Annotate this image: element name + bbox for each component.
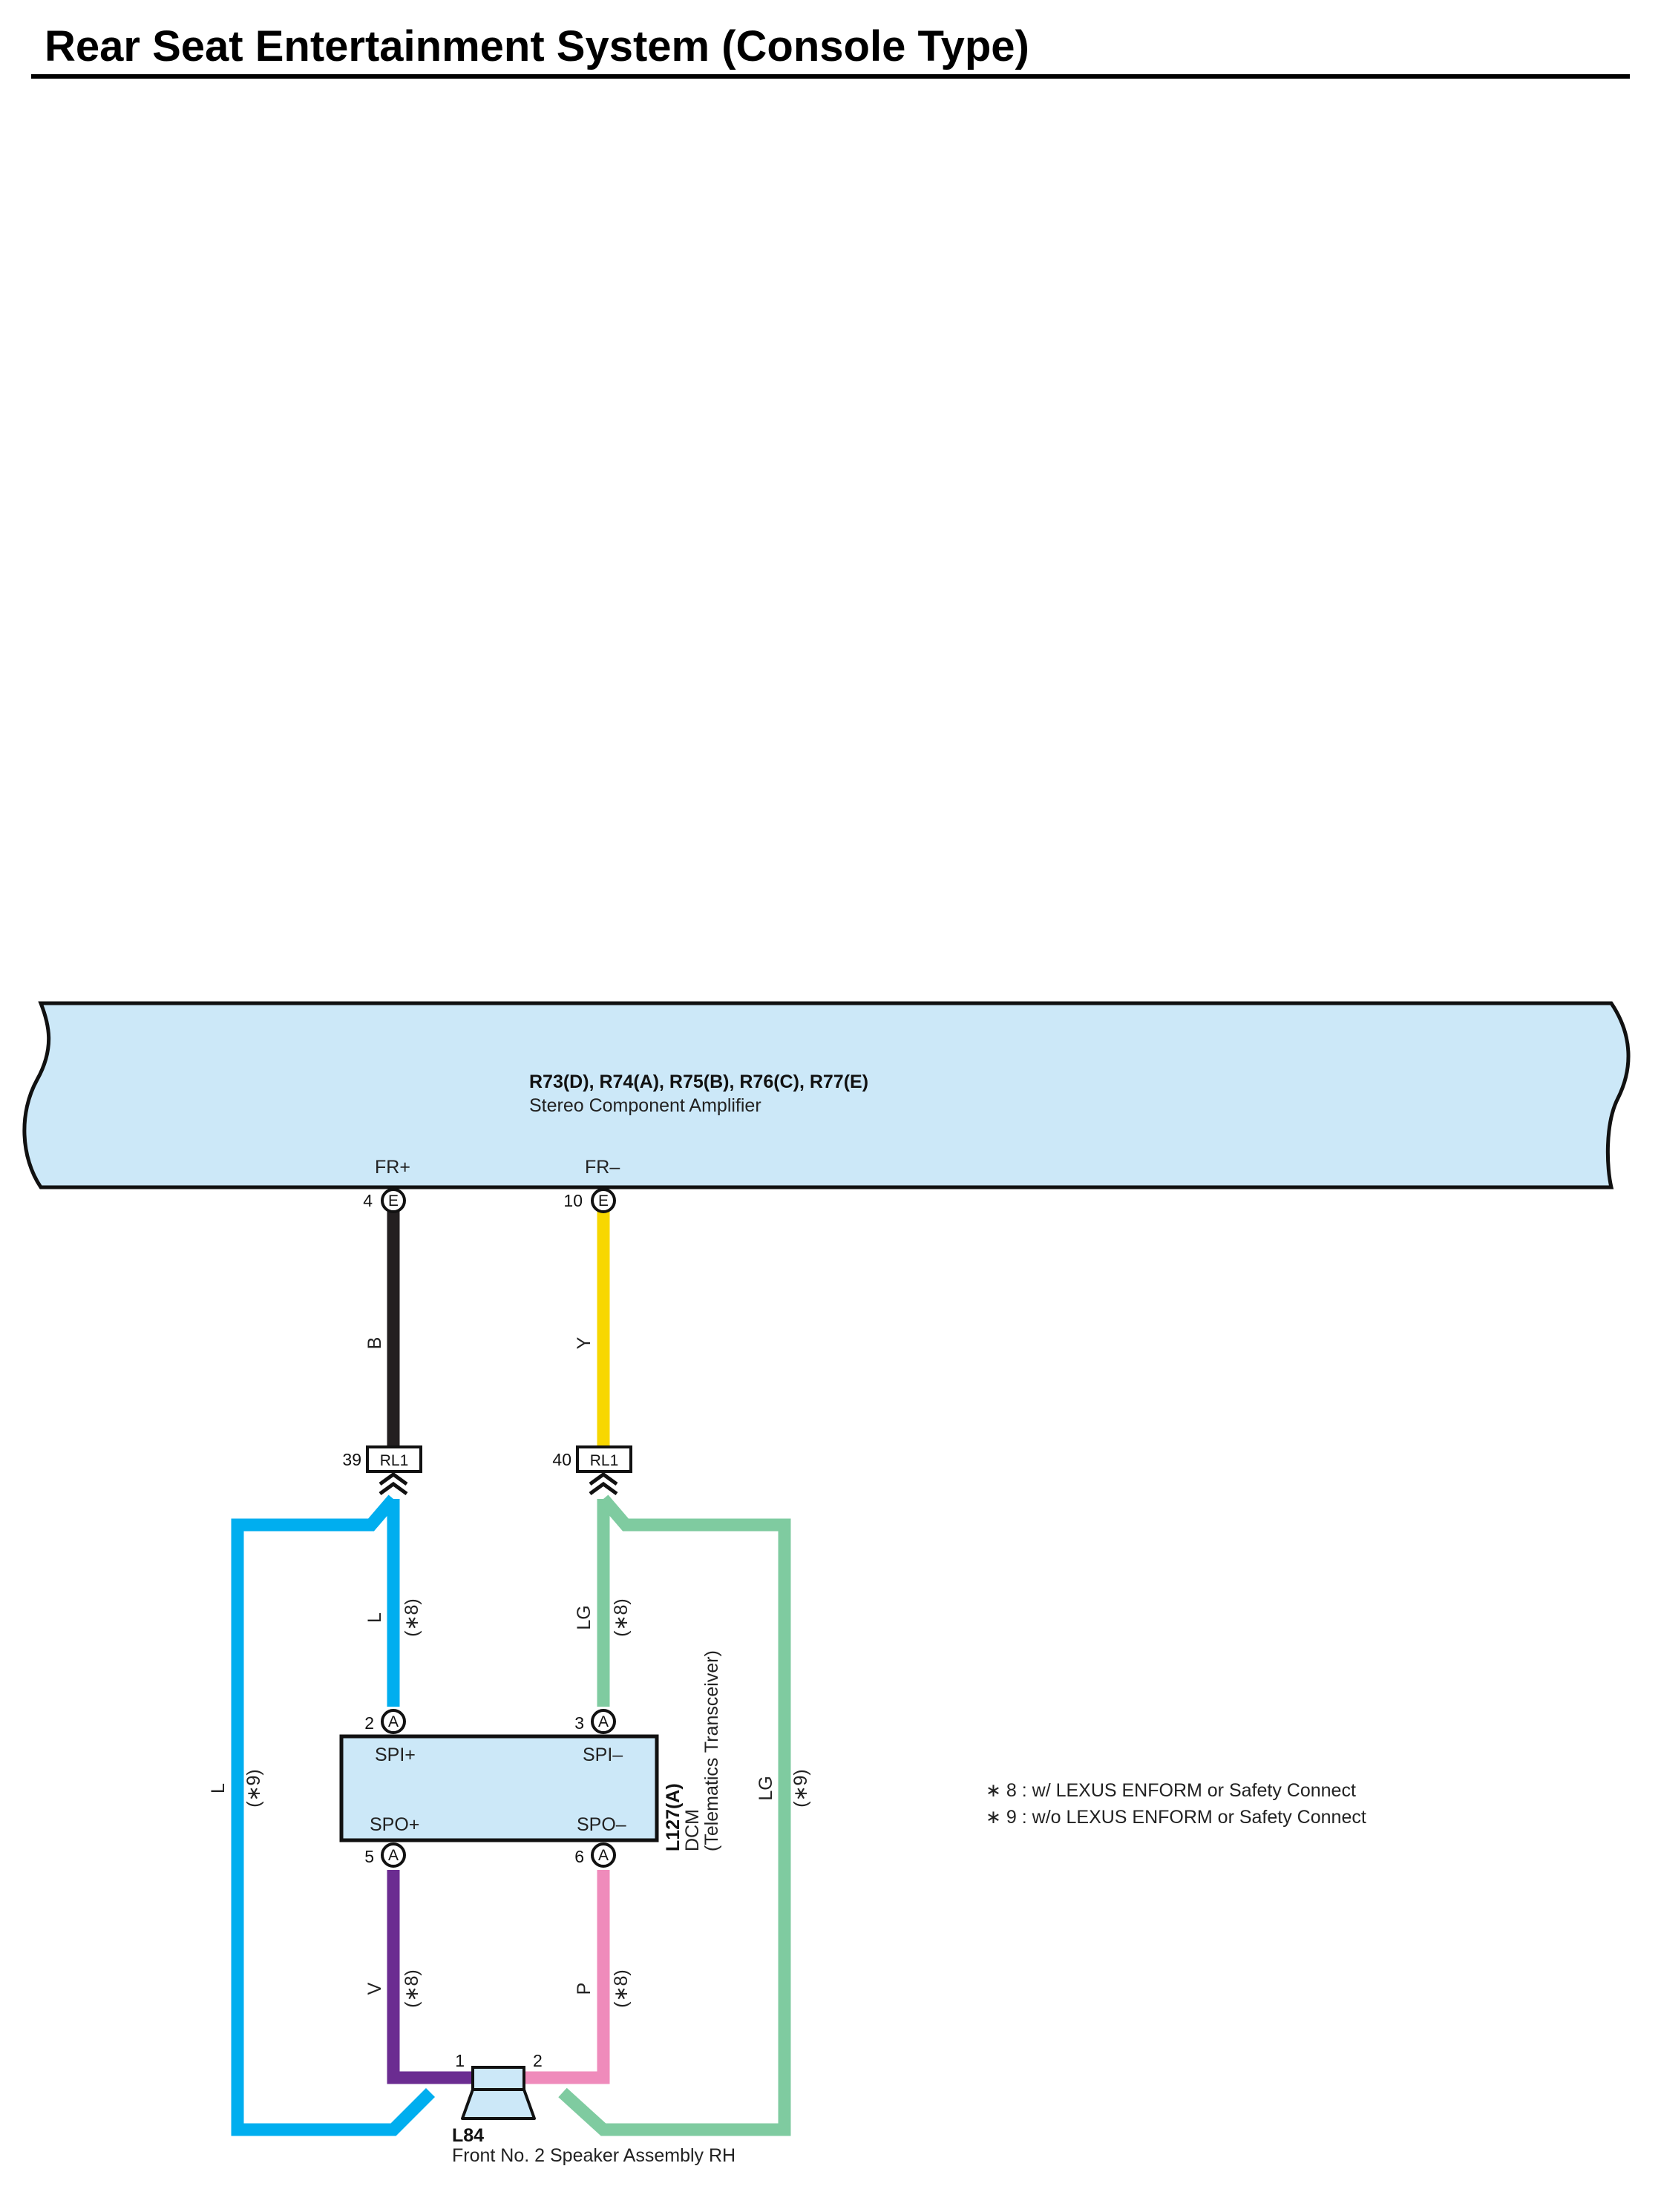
dcm-pin-3-number: 3 [574,1713,584,1733]
relay-40-name: RL1 [590,1452,619,1469]
wire-p [520,1870,610,2084]
dcm-pin-6-number: 6 [574,1847,584,1866]
relay-39-pin: 39 [342,1450,361,1469]
amp-pin-10-circle [591,1188,616,1213]
wire-label-v: V [364,1982,385,1995]
note-opt9: ∗ 9 : w/o LEXUS ENFORM or Safety Connect [986,1807,1366,1828]
speaker-pin-2: 2 [533,2051,543,2070]
dcm-spi-minus-label: SPI– [583,1745,623,1765]
amp-pin-10-conn: E [598,1192,609,1210]
opt8-tag-l-upper: (∗8) [402,1598,422,1637]
wire-label-l-upper: L [364,1612,385,1623]
note-opt8: ∗ 8 : w/ LEXUS ENFORM or Safety Connect [986,1780,1356,1801]
dcm-spo-minus-label: SPO– [577,1814,626,1835]
dcm-pin-6-conn: A [598,1847,609,1864]
amp-pin-4-conn: E [388,1192,399,1210]
opt8-tag-v: (∗8) [402,1969,422,2008]
opt8-tag-lg-upper: (∗8) [611,1598,632,1637]
amp-pin-10-number: 10 [563,1191,583,1210]
dcm-pin-2-circle [381,1709,406,1734]
amp-pin-4-number: 4 [363,1191,373,1210]
dcm-pin-3-circle [591,1709,616,1734]
wire-label-l-loop: L [208,1783,229,1793]
dcm-spo-plus-label: SPO+ [370,1814,419,1835]
dcm-pin-3-conn: A [598,1713,609,1730]
dcm-pin-2-number: 2 [364,1713,374,1733]
wire-label-y: Y [574,1336,594,1349]
amplifier-box [22,1001,1631,1189]
wire-l-opt9 [231,1494,436,2136]
wire-label-b: B [364,1337,385,1350]
amp-fr-plus-label: FR+ [375,1157,410,1178]
amplifier-name: Stereo Component Amplifier [529,1095,761,1116]
wire-label-p: P [574,1983,594,1995]
page-title: Rear Seat Entertainment System (Console … [45,22,1029,70]
relay-connector-40: RL1 [576,1445,632,1496]
relay-40-pin: 40 [552,1450,571,1469]
wire-v [387,1870,475,2084]
wire-label-lg-loop: LG [756,1776,776,1800]
relay-39-name: RL1 [380,1452,409,1469]
amp-pin-4-circle [381,1188,406,1213]
dcm-subtitle: (Telematics Transceiver) [701,1650,722,1851]
opt9-tag-lg-loop: (∗9) [790,1769,811,1808]
dcm-connector: L127(A) [663,1783,684,1851]
opt8-tag-p: (∗8) [611,1969,632,2008]
speaker-icon [461,2066,536,2120]
dcm-pin-5-circle [381,1842,406,1868]
opt9-tag-l-loop: (∗9) [243,1769,264,1808]
dcm-spi-plus-label: SPI+ [375,1745,416,1765]
wire-label-lg-upper: LG [574,1605,594,1630]
dcm-name: DCM [682,1809,703,1851]
speaker-name: Front No. 2 Speaker Assembly RH [452,2145,736,2166]
speaker-connector: L84 [452,2125,484,2146]
speaker-pin-1: 1 [455,2051,465,2070]
amp-fr-minus-label: FR– [585,1157,620,1178]
wire-lg-opt9 [558,1494,791,2136]
relay-connector-39: RL1 [366,1445,422,1496]
dcm-pin-2-conn: A [388,1713,399,1730]
dcm-pin-5-conn: A [388,1847,399,1864]
dcm-box [339,1734,659,1842]
dcm-pin-5-number: 5 [364,1847,374,1866]
amplifier-connectors: R73(D), R74(A), R75(B), R76(C), R77(E) [529,1071,868,1092]
dcm-pin-6-circle [591,1842,616,1868]
